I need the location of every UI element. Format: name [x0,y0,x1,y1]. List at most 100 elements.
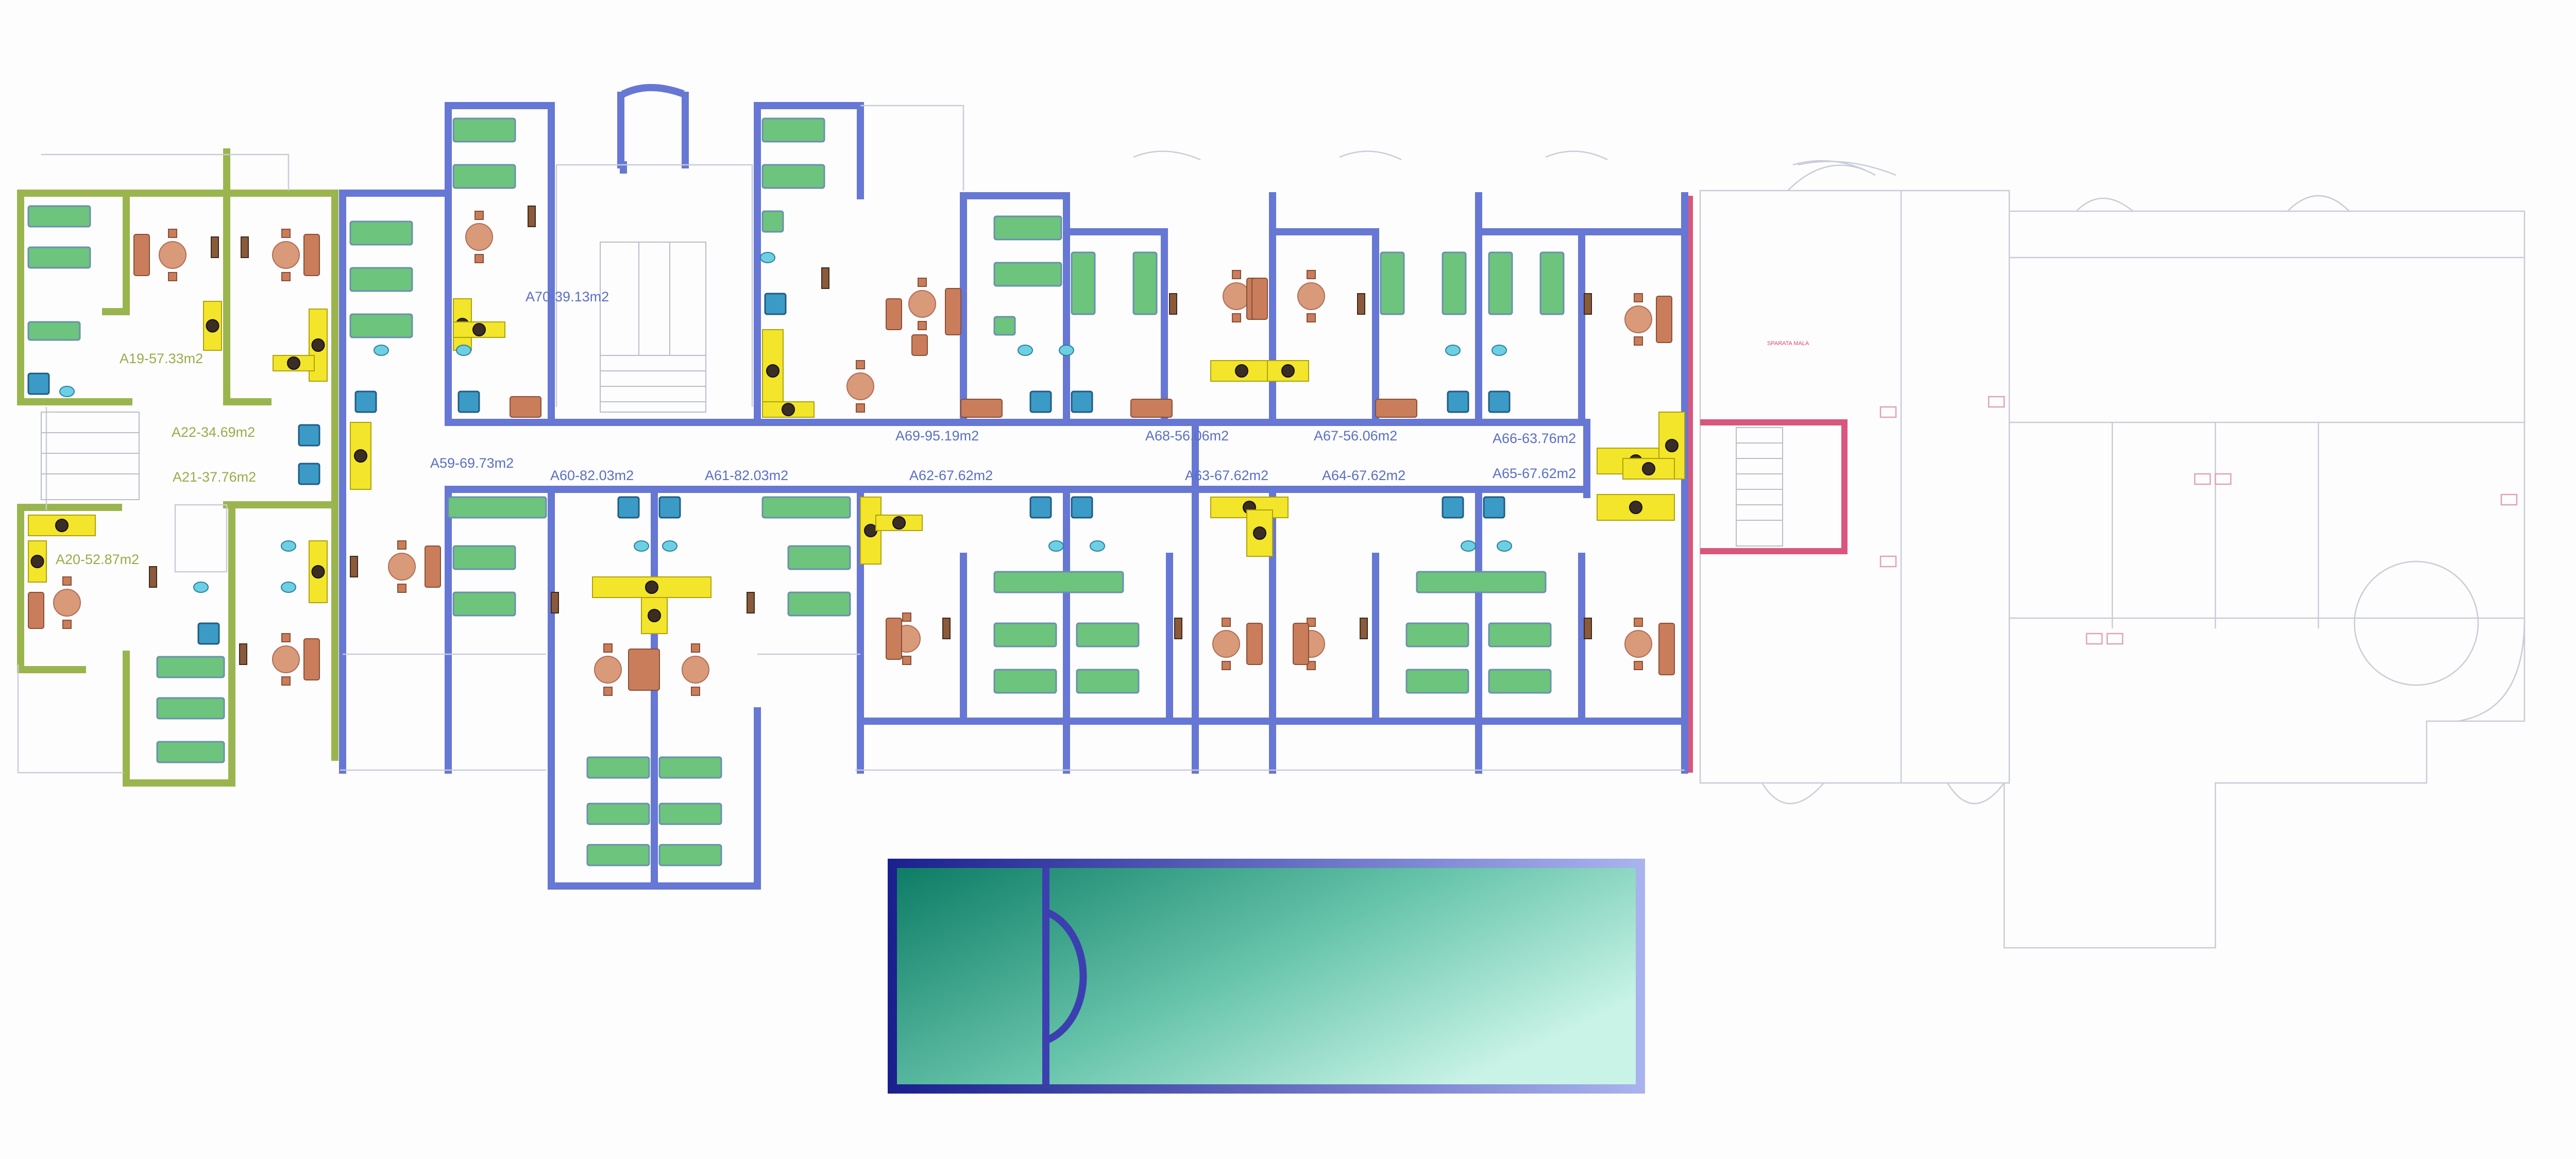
sofa-icon [425,546,441,588]
chair-icon [1634,293,1643,302]
east-wing-outline: SPARATA MALA [1687,161,2526,949]
tv-icon [1174,618,1182,639]
stove-icon [864,524,877,537]
stove-icon [472,323,486,336]
bed-icon [761,164,825,189]
tv-icon [239,643,247,665]
chair-icon [281,633,291,642]
tv-icon [1360,618,1368,639]
sofa-icon [1246,623,1263,665]
stove-icon [311,338,325,352]
bed-icon [452,545,516,570]
chair-icon [1222,661,1231,670]
unit-label-a68: A68-56.06m2 [1145,428,1229,444]
sink-icon [59,386,75,397]
sofa-icon [1375,399,1417,418]
stove-icon [206,319,219,333]
bed-icon [156,697,225,720]
sink-icon [1090,540,1105,552]
dining-table-icon [53,589,81,617]
unit-label-a70: A70-39.13m2 [526,289,609,304]
bed-icon [447,496,547,519]
bathtub-icon [617,496,640,519]
bed-icon [586,803,650,825]
swimming-pool [888,859,1645,1094]
bathtub-icon [298,463,320,485]
unit-label-a62: A62-67.62m2 [909,468,993,483]
chair-icon [603,643,613,653]
bed-icon [1076,669,1140,694]
dining-table-icon [159,241,187,269]
tv-icon [1169,293,1177,315]
dining-table-icon [1624,630,1652,658]
sofa-icon [303,234,320,276]
chair-icon [1222,618,1231,627]
bed-icon [993,571,1124,593]
bed-icon [993,669,1057,694]
sofa-icon [303,638,320,680]
tv-icon [1584,293,1592,315]
bed-icon [787,545,851,570]
dining-table-icon [1223,282,1250,310]
bathtub-icon [1447,390,1469,413]
main-block-walls [41,84,1866,890]
sofa-icon [133,234,150,276]
stove-icon [1665,439,1679,452]
chair-icon [1307,313,1316,322]
unit-label-a61: A61-82.03m2 [705,468,788,483]
dining-table-icon [1624,305,1652,333]
svg-text:SPARATA MALA: SPARATA MALA [1767,340,1809,347]
unit-label-a67: A67-56.06m2 [1314,428,1397,444]
stove-icon [1642,462,1655,475]
sofa-icon [1656,296,1672,343]
stove-icon [645,581,658,594]
tv-icon [211,236,219,258]
bathtub-icon [1029,496,1052,519]
bed-icon [452,164,516,189]
bed-icon [761,210,784,233]
chair-icon [62,620,72,629]
stove-icon [1629,501,1642,514]
chair-icon [397,540,406,550]
bed-icon [1132,251,1158,315]
chair-icon [281,272,291,281]
unit-label-a63: A63-67.62m2 [1185,468,1268,483]
chair-icon [1634,336,1643,346]
sink-icon [662,540,677,552]
sofa-icon [1130,399,1173,418]
tv-icon [528,206,536,227]
unit-label-a69: A69-95.19m2 [895,428,979,444]
bed-icon [658,756,722,779]
bathtub-icon [1071,390,1093,413]
bathtub-icon [764,293,787,315]
staircase-icon [41,412,140,500]
sink-icon [1461,540,1476,552]
bed-icon [1071,251,1096,315]
bed-icon [993,215,1062,241]
chair-icon [918,278,927,287]
sink-icon [281,582,296,593]
bathtub-icon [457,390,480,413]
sofa-icon [510,396,541,418]
chair-icon [474,211,484,220]
stove-icon [30,555,44,568]
bed-icon [993,316,1016,336]
chair-icon [168,229,177,238]
sofa-icon [945,288,961,335]
chair-icon [691,643,700,653]
sink-icon [281,540,296,552]
tv-icon [942,618,951,639]
tv-icon [241,236,249,258]
unit-label-a20: A20-52.87m2 [56,552,139,567]
unit-label-a59: A59-69.73m2 [430,455,514,471]
dining-table-icon [682,656,709,684]
tv-icon [1357,293,1365,315]
chair-icon [1307,661,1316,670]
chair-icon [1232,313,1241,322]
bed-icon [1076,622,1140,647]
chair-icon [918,321,927,330]
bathtub-icon [1029,390,1052,413]
dining-table-icon [1297,282,1325,310]
sink-icon [456,345,471,356]
